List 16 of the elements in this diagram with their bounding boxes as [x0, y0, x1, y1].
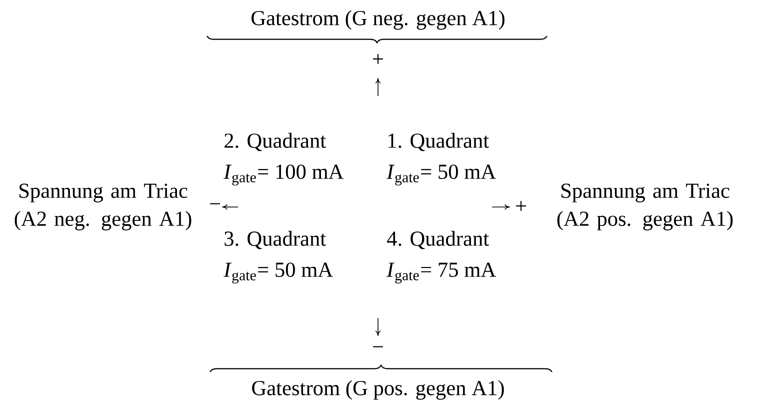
quadrant-label: 2. Quadrant: [224, 132, 326, 152]
sign-label: −: [210, 203, 220, 204]
axis-title: Spannung am Triac (A2 pos. gegen A1): [557, 184, 733, 230]
sign-label: −: [373, 346, 383, 348]
axis-title: Gatestrom (G neg. gegen A1): [252, 10, 504, 30]
current-value: I$_{gate}$= 50 mA: [386, 164, 496, 186]
sign-label: +: [373, 54, 383, 64]
quadrant-label: 1. Quadrant: [388, 132, 489, 152]
sign-label: +: [516, 200, 526, 211]
current-value: I$_{gate}$= 75 mA: [386, 262, 496, 284]
quadrant-label: 3. Quadrant: [224, 230, 326, 250]
current-value: I$_{gate}$= 100 mA: [224, 164, 344, 186]
quadrant-label: 4. Quadrant: [387, 230, 489, 250]
current-value: I$_{gate}$= 50 mA: [224, 262, 333, 284]
axis-title: Spannung am Triac (A2 neg. gegen A1): [14, 184, 192, 230]
axis-title: Gatestrom (G pos. gegen A1): [252, 380, 504, 400]
